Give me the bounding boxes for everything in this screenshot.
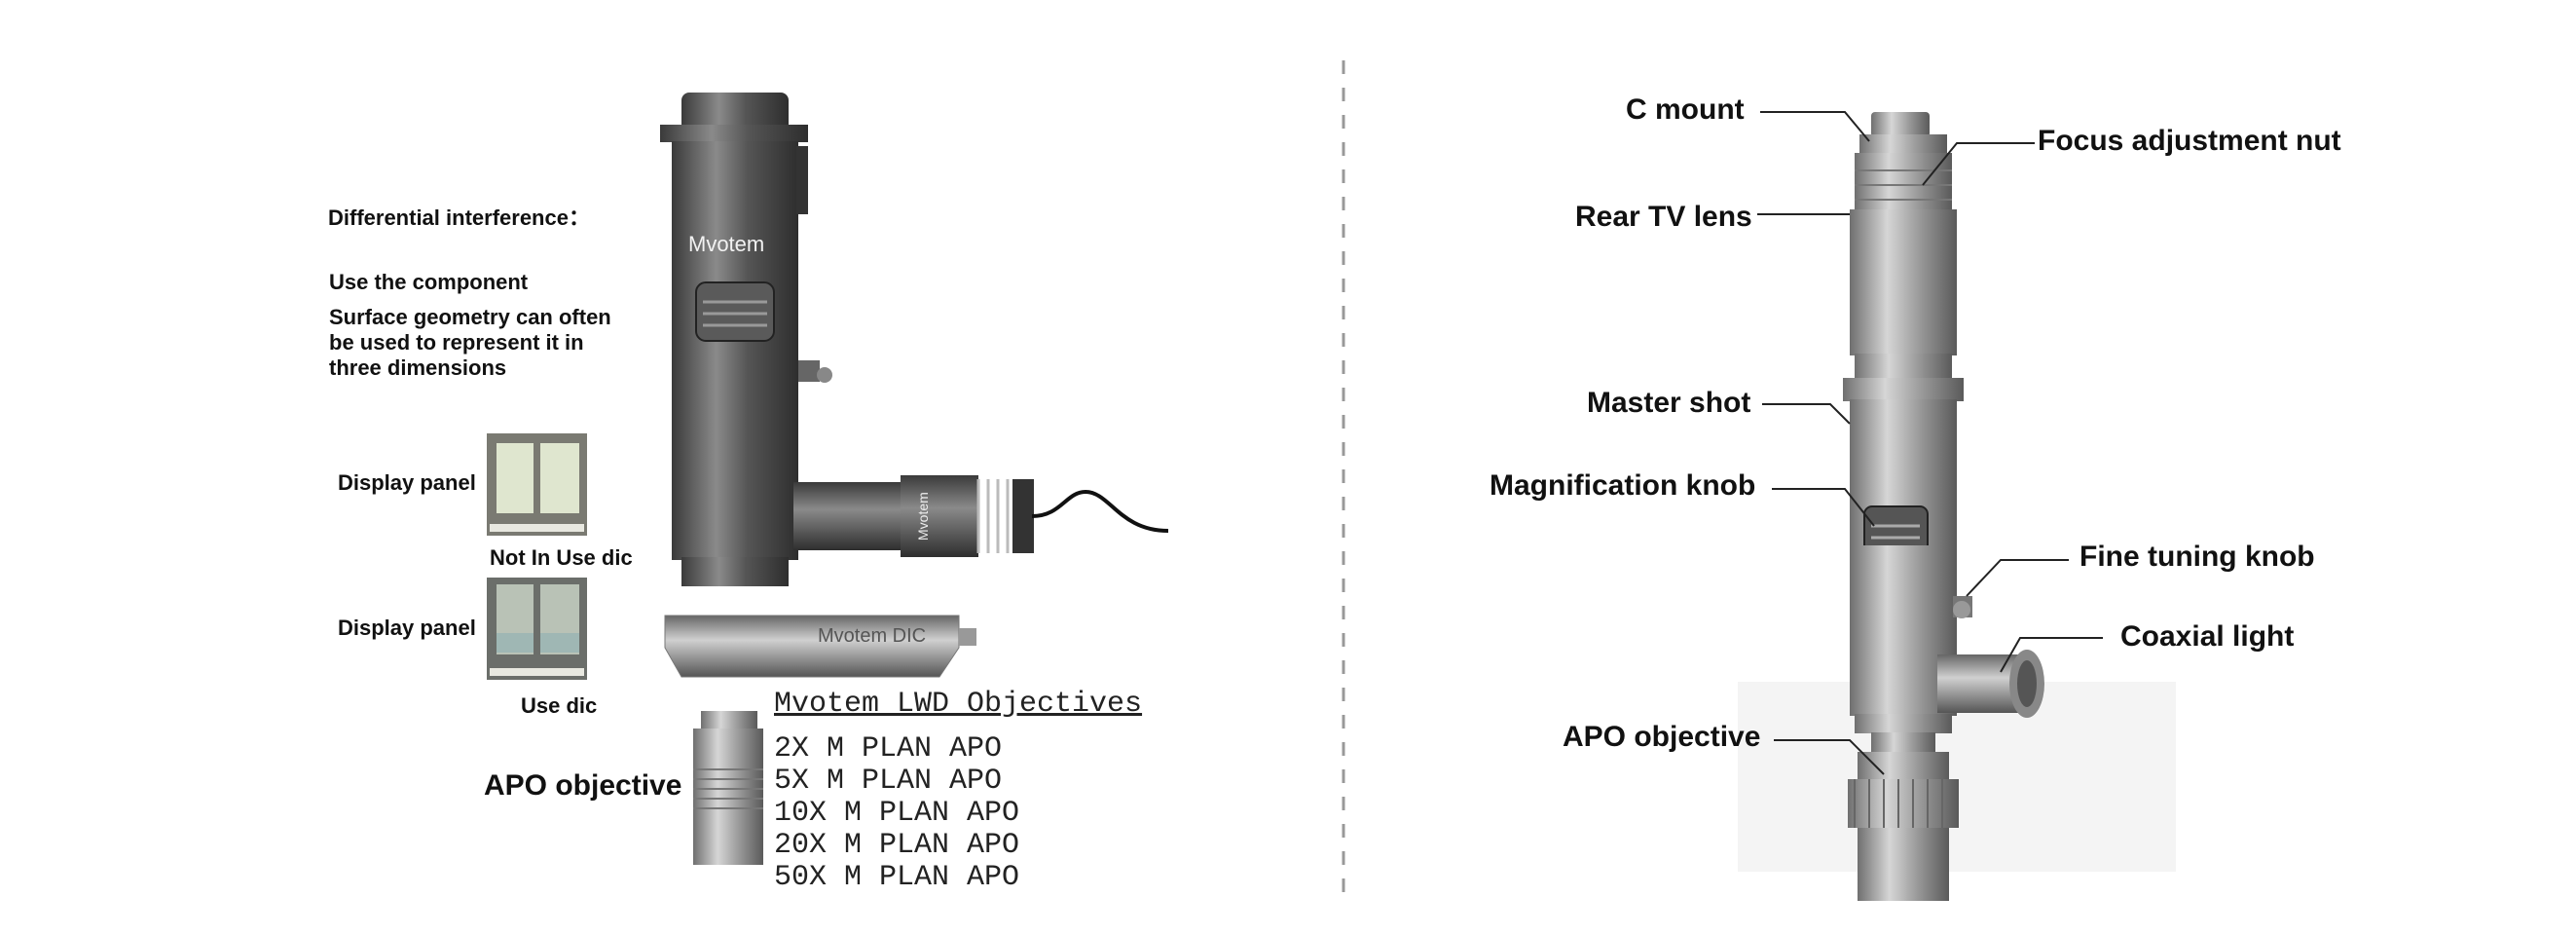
display-panel-label-1: Display panel: [338, 470, 476, 495]
use-component-label: Use the component: [329, 270, 529, 294]
use-caption: Use dic: [521, 693, 598, 718]
c-mount-top: [681, 93, 789, 131]
surface-line-1: Surface geometry can often: [329, 305, 611, 329]
apo-objective-label-right: APO objective: [1563, 721, 1761, 753]
display-panel-label-2: Display panel: [338, 616, 476, 640]
fine-tuning-knob-label: Fine tuning knob: [2079, 541, 2315, 573]
brand-on-light: Mvotem: [915, 492, 931, 541]
lower-body: [672, 365, 798, 560]
objectives-title: Mvotem LWD Objectives: [774, 688, 1143, 721]
focus-nut-label: Focus adjustment nut: [2038, 125, 2341, 157]
coaxial-arm: [793, 482, 905, 550]
master-shot-label: Master shot: [1587, 387, 1751, 419]
magnification-window: [695, 281, 775, 342]
surface-line-2: be used to represent it in: [329, 330, 584, 355]
leader-lines: [1757, 111, 2103, 775]
c-mount-label: C mount: [1626, 93, 1745, 126]
surface-line-3: three dimensions: [329, 355, 507, 380]
top-collar: [660, 125, 808, 142]
coaxial-light-label: Coaxial light: [2120, 620, 2295, 653]
brand-on-tube: Mvotem: [688, 232, 765, 256]
display-panel-use: [487, 578, 587, 680]
right-microscope: [1843, 112, 2044, 901]
not-in-use-caption: Not In Use dic: [490, 545, 633, 570]
dic-slider: [664, 615, 960, 678]
display-panel-not-in-use: [487, 433, 587, 536]
apo-objective-small: [701, 711, 757, 729]
objective-item: 20X M PLAN APO: [774, 829, 1020, 862]
differential-heading: Differential interference：: [328, 205, 590, 230]
objective-item: 2X M PLAN APO: [774, 732, 1003, 766]
apo-objective-right: [1858, 752, 1949, 781]
objective-item: 5X M PLAN APO: [774, 765, 1003, 798]
rear-tv-lens-label: Rear TV lens: [1575, 201, 1752, 233]
objective-item: 50X M PLAN APO: [774, 861, 1020, 894]
left-microscope: [660, 93, 1169, 865]
coaxial-light: [901, 475, 978, 557]
apo-objective-label-left: APO objective: [484, 769, 682, 802]
fine-knob: [798, 360, 820, 382]
rear-tv-lens: [1850, 209, 1957, 355]
surface-description: Surface geometry can often be used to re…: [329, 305, 641, 381]
objective-item: 10X M PLAN APO: [774, 797, 1020, 830]
magnification-knob-label: Magnification knob: [1490, 469, 1756, 502]
light-cable: [1031, 489, 1169, 533]
dic-slider-label: Mvotem DIC: [818, 625, 927, 647]
